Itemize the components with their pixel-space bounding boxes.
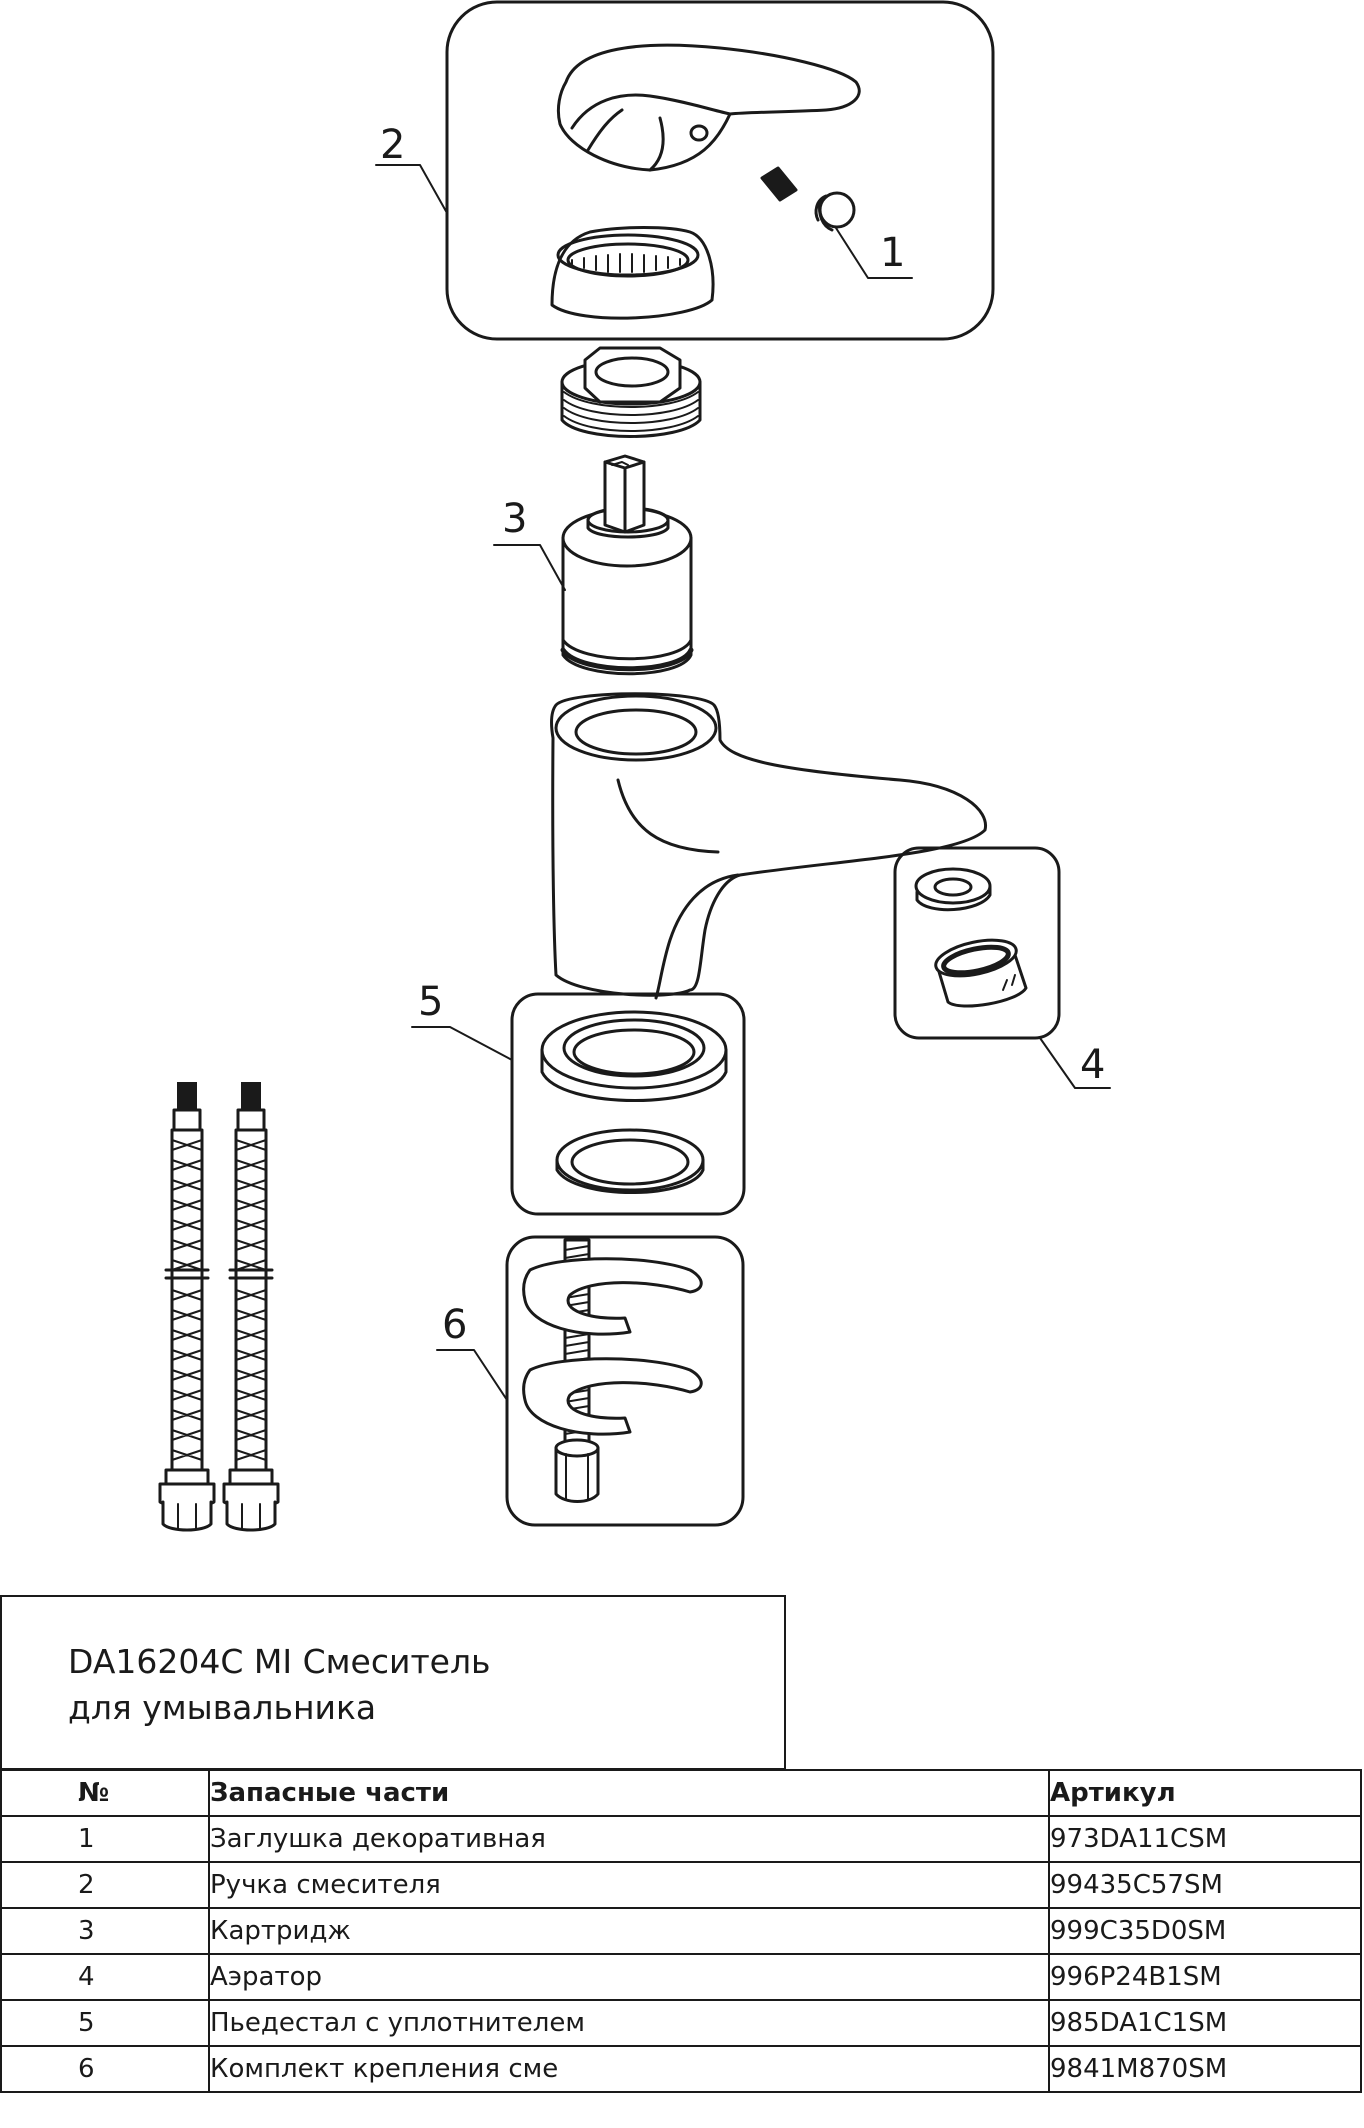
callout-2: 2	[375, 122, 448, 214]
header-part: Запасные части	[208, 1769, 1050, 1817]
row-part: Заглушка декоративная	[208, 1815, 1050, 1863]
callout-1-label: 1	[880, 230, 905, 276]
table-row: 4 Аэратор 996P24B1SM	[0, 1953, 1362, 2001]
callout-1: 1	[835, 227, 913, 279]
mounting-kit-group	[505, 1235, 745, 1527]
row-article: 973DA11CSM	[1048, 1815, 1362, 1863]
set-screw	[760, 166, 798, 202]
dome-cap	[550, 226, 715, 320]
decorative-plug	[814, 191, 856, 232]
callout-2-label: 2	[380, 122, 405, 168]
aerator-group	[893, 846, 1061, 1040]
table-row: 2 Ручка смесителя 99435C57SM	[0, 1861, 1362, 1909]
lever-handle	[556, 43, 861, 172]
exploded-parts-diagram: 2 1 3	[158, 0, 1111, 1532]
flex-hose-left	[158, 1082, 216, 1532]
row-article: 996P24B1SM	[1048, 1953, 1362, 2001]
callout-3-label: 3	[502, 496, 527, 542]
callout-6-label: 6	[442, 1302, 467, 1348]
cartridge	[560, 454, 694, 676]
callout-4-label: 4	[1080, 1042, 1105, 1088]
pedestal-ring	[540, 1010, 728, 1102]
row-num: 1	[0, 1815, 210, 1863]
callout-5: 5	[411, 979, 513, 1061]
flex-hose-right	[222, 1082, 280, 1532]
table-header-row: № Запасные части Артикул	[0, 1769, 1362, 1817]
pedestal-group	[510, 992, 746, 1216]
table-row: 3 Картридж 999C35D0SM	[0, 1907, 1362, 1955]
callout-4: 4	[1039, 1037, 1111, 1089]
callout-3: 3	[493, 496, 566, 591]
aerator-washer	[914, 867, 992, 912]
threaded-nut	[560, 346, 702, 438]
row-part: Комплект крепления сме	[208, 2045, 1050, 2093]
row-num: 2	[0, 1861, 210, 1909]
header-article: Артикул	[1048, 1769, 1362, 1817]
row-part: Картридж	[208, 1907, 1050, 1955]
table-row: 5 Пьедестал с уплотнителем 985DA1C1SM	[0, 1999, 1362, 2047]
row-article: 999C35D0SM	[1048, 1907, 1362, 1955]
clamp-plate-lower	[522, 1357, 703, 1436]
row-part: Ручка смесителя	[208, 1861, 1050, 1909]
hex-nut-bottom	[554, 1438, 600, 1503]
callout-5-label: 5	[418, 979, 443, 1025]
row-article: 99435C57SM	[1048, 1861, 1362, 1909]
product-title: DA16204C MI Смеситель для умывальника	[68, 1639, 491, 1731]
row-part: Пьедестал с уплотнителем	[208, 1999, 1050, 2047]
pedestal-seal	[555, 1128, 705, 1194]
handle-group-frame	[445, 0, 995, 341]
aerator-body	[934, 938, 1028, 1008]
header-num: №	[0, 1769, 210, 1817]
row-num: 6	[0, 2045, 210, 2093]
callout-6: 6	[436, 1302, 508, 1401]
product-title-line2: для умывальника	[68, 1688, 377, 1727]
row-article: 9841M870SM	[1048, 2045, 1362, 2093]
row-num: 3	[0, 1907, 210, 1955]
table-row: 1 Заглушка декоративная 973DA11CSM	[0, 1815, 1362, 1863]
row-num: 4	[0, 1953, 210, 2001]
title-block: DA16204C MI Смеситель для умывальника	[0, 1595, 786, 1770]
faucet-body	[550, 692, 987, 1000]
table-row: 6 Комплект крепления сме 9841M870SM	[0, 2045, 1362, 2093]
row-num: 5	[0, 1999, 210, 2047]
spare-parts-table: № Запасные части Артикул 1 Заглушка деко…	[0, 1769, 1362, 2093]
row-part: Аэратор	[208, 1953, 1050, 2001]
product-title-line1: DA16204C MI Смеситель	[68, 1642, 491, 1681]
clamp-plate-upper	[522, 1257, 703, 1336]
row-article: 985DA1C1SM	[1048, 1999, 1362, 2047]
